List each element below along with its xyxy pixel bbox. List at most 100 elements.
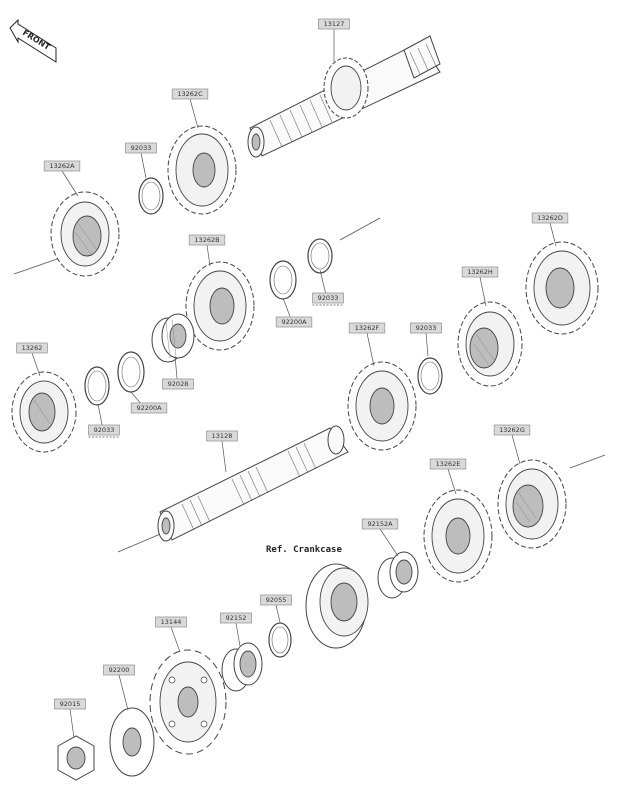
part-label-tag <box>155 616 187 628</box>
part-label-tag <box>43 160 81 172</box>
ring-92033-mid <box>307 238 333 274</box>
washer-92200A-upper <box>269 260 297 300</box>
part-number-text: 92152 <box>226 614 247 622</box>
part-label-13144: 13144 <box>155 616 187 653</box>
leader-line <box>170 626 181 653</box>
sprocket-13144 <box>149 649 227 755</box>
part-number-text: 13262D <box>537 214 563 222</box>
part-label-tag <box>88 424 120 436</box>
part-number-text: 92028 <box>168 380 189 388</box>
part-label-tag <box>531 212 569 224</box>
gear-13262A <box>50 191 120 277</box>
leader-line <box>221 440 227 473</box>
part-label-92200a: 92200A <box>130 391 168 414</box>
part-label-13262: 13262 <box>16 342 48 377</box>
part-number-text: 13262 <box>22 344 43 352</box>
part-label-92033: 92033 <box>125 142 157 179</box>
nut-92015 <box>57 735 95 781</box>
gear-13262B <box>185 261 255 351</box>
part-label-92033: 92033 <box>88 403 120 438</box>
part-label-92200: 92200 <box>103 664 135 711</box>
part-label-92055: 92055 <box>260 594 292 623</box>
part-label-13127: 13127 <box>318 18 350 62</box>
ring-92055 <box>268 622 292 658</box>
gear-13262C <box>167 125 237 215</box>
part-number-text: 13262E <box>436 460 461 468</box>
part-label-92152: 92152 <box>220 612 252 647</box>
part-label-13262a: 13262A <box>43 160 81 197</box>
gear-13262H <box>457 301 523 387</box>
part-label-tag <box>162 378 194 390</box>
gear-13262G <box>497 459 567 549</box>
part-number-text: 92055 <box>266 596 287 604</box>
assembly-axis-lines <box>13 217 606 553</box>
collar-92152 <box>221 642 263 692</box>
part-number-text: 92200A <box>136 404 162 412</box>
part-label-tag <box>312 292 344 304</box>
leader-line <box>549 222 557 247</box>
leader-line <box>235 622 241 647</box>
part-label-13262e: 13262E <box>429 458 467 495</box>
part-label-92015: 92015 <box>54 698 86 739</box>
leader-line <box>425 332 429 357</box>
main-shaft-integral-gear <box>323 57 369 119</box>
gear-13262F <box>347 361 417 451</box>
part-label-13262g: 13262G <box>493 424 531 465</box>
part-label-tag <box>410 322 442 334</box>
leader-line <box>379 528 399 557</box>
part-number-text: 92152A <box>367 520 393 528</box>
part-number-text: 13262B <box>194 236 219 244</box>
needle-bearing-92028 <box>151 313 195 363</box>
leader-line <box>275 604 281 623</box>
part-label-tag <box>103 664 135 676</box>
leader-line <box>69 708 75 739</box>
part-label-tag <box>493 424 531 436</box>
gear-13262E <box>423 489 493 583</box>
leader-line <box>479 276 487 307</box>
leader-line <box>511 434 521 465</box>
crankcase-bearing <box>305 563 369 649</box>
part-label-13262h: 13262H <box>461 266 499 307</box>
part-number-text: 92033 <box>416 324 437 332</box>
ring-92033-upper <box>138 177 164 215</box>
part-label-92200a: 92200A <box>275 297 313 328</box>
leader-line <box>118 674 129 711</box>
part-label-tag <box>171 88 209 100</box>
leader-line <box>31 352 41 377</box>
gear-13262D <box>525 241 599 335</box>
drive-shaft <box>157 425 349 542</box>
main-shaft <box>247 35 441 158</box>
part-label-tag <box>206 430 238 442</box>
part-label-tag <box>130 402 168 414</box>
part-label-tag <box>125 142 157 154</box>
part-number-text: 92033 <box>318 294 339 302</box>
part-label-tag <box>260 594 292 606</box>
part-number-text: 92015 <box>60 700 81 708</box>
drive-shaft-splines <box>181 442 317 531</box>
part-number-text: 13127 <box>324 20 345 28</box>
ring-92033-right <box>417 357 443 395</box>
ring-92033-lower <box>84 366 110 406</box>
washer-92200A-lower <box>117 351 145 393</box>
part-label-13262f: 13262F <box>348 322 386 367</box>
gear-13262 <box>11 371 77 453</box>
part-label-92033: 92033 <box>312 269 344 306</box>
part-number-text: 92200 <box>109 666 130 674</box>
washer-92200 <box>109 707 155 777</box>
part-label-13262d: 13262D <box>531 212 569 247</box>
part-label-13128: 13128 <box>206 430 238 473</box>
leader-line <box>140 152 147 179</box>
leader-line <box>206 244 211 267</box>
part-number-text: 92200A <box>281 318 307 326</box>
leader-line <box>61 170 79 197</box>
part-number-text: 92033 <box>94 426 115 434</box>
part-number-text: 13262C <box>177 90 203 98</box>
part-number-text: 13262H <box>467 268 493 276</box>
part-label-tag <box>461 266 499 278</box>
part-labels: 13127 13262C 92033 13262A 13262B 92033 92200A 1… <box>16 18 569 739</box>
part-number-text: 13144 <box>161 618 182 626</box>
part-label-tag <box>16 342 48 354</box>
main-shaft-splines <box>269 43 437 148</box>
part-label-92033: 92033 <box>410 322 442 357</box>
